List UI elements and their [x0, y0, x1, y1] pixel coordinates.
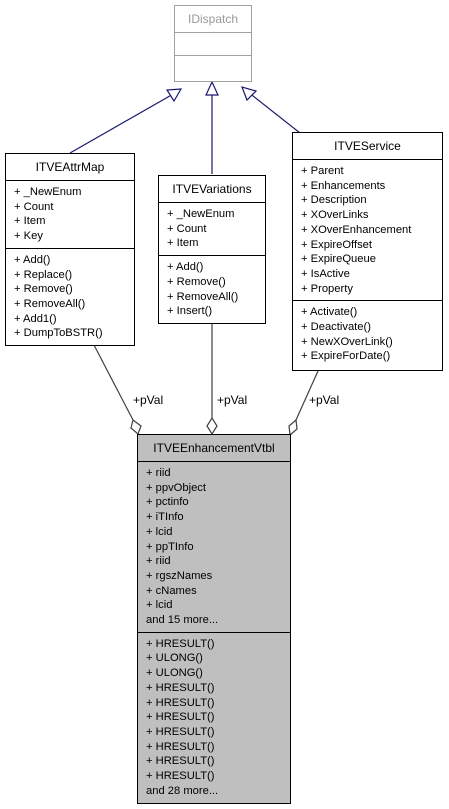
class-member: + Activate(): [301, 306, 358, 319]
class-member: + cNames: [146, 584, 197, 597]
class-member: + ExpireOffset: [301, 238, 372, 251]
class-member: + HRESULT(): [146, 637, 215, 650]
class-member: + Item: [14, 215, 46, 228]
class-attributes-attrmap: + _NewEnum + Count + Item + Key: [6, 180, 134, 248]
class-member: and 28 more...: [146, 784, 219, 797]
class-title-vtbl: ITVEEnhancementVtbl: [153, 441, 275, 455]
class-member: + Remove(): [167, 275, 226, 288]
class-attributes-vtbl: + riid+ ppvObject+ pctinfo+ iTInfo+ lcid…: [138, 461, 290, 632]
class-attributes-service: + Parent + Enhancements + Description + XOv…: [293, 159, 442, 300]
class-member: + HRESULT(): [146, 740, 215, 753]
class-member: + Property: [301, 282, 353, 295]
class-attributes-idispatch: [175, 32, 251, 55]
class-member: + Deactivate(): [301, 321, 371, 334]
inheritance-edge-service: [241, 86, 301, 134]
class-member: + ExpireForDate(): [301, 350, 391, 363]
class-box-idispatch: IDispatch: [174, 5, 252, 82]
inheritance-edge-attrmap: [69, 88, 183, 154]
class-member: + pctinfo: [146, 496, 189, 509]
edge-label-service: +pVal: [309, 393, 340, 407]
class-member: + Remove(): [14, 283, 73, 296]
class-member: + ExpireQueue: [301, 253, 376, 266]
class-member: + RemoveAll(): [14, 297, 86, 310]
class-title-idispatch: IDispatch: [187, 12, 239, 26]
class-box-attrmap: ITVEAttrMap + _NewEnum + Count + Item + Key…: [5, 153, 135, 346]
class-member: + Add(): [14, 253, 51, 266]
class-member: + Key: [14, 230, 43, 243]
class-member: + Insert(): [167, 305, 213, 318]
edge-label-variations: +pVal: [217, 393, 248, 407]
class-attributes-variations: + _NewEnum + Count + Item: [159, 202, 265, 255]
class-methods-vtbl: + HRESULT()+ ULONG()+ ULONG()+ HRESULT()…: [138, 631, 290, 803]
class-member: + ppTInfo: [146, 540, 194, 553]
class-member: + Add1(): [14, 312, 57, 325]
class-member: + Add(): [167, 261, 204, 274]
class-title-attrmap: ITVEAttrMap: [35, 160, 105, 174]
class-methods-idispatch: [175, 55, 251, 78]
class-methods-attrmap: + Add() + Replace() + Remove()+ RemoveAll(…: [6, 247, 134, 345]
class-member: + _NewEnum: [167, 208, 235, 220]
class-member: + HRESULT(): [146, 755, 215, 768]
class-member: + HRESULT(): [146, 725, 215, 738]
class-member: + HRESULT(): [146, 770, 215, 783]
class-member: + Replace(): [14, 268, 73, 281]
class-box-vtbl: ITVEEnhancementVtbl + riid + ppvObject + p…: [137, 434, 291, 804]
association-edge-attrmap: [93, 344, 142, 436]
class-member: + rgszNames: [146, 569, 213, 582]
class-member: + DumpToBSTR(): [14, 327, 103, 340]
class-member: + ULONG(): [146, 667, 203, 680]
class-member: + NewXOverLink(): [301, 335, 393, 348]
class-member: + ppvObject: [146, 481, 207, 494]
class-member: + HRESULT(): [146, 711, 215, 724]
class-member: + iTInfo: [146, 511, 184, 524]
class-member: + Count: [167, 222, 207, 235]
class-member: + HRESULT(): [146, 696, 215, 709]
class-member: + HRESULT(): [146, 681, 215, 694]
inheritance-edge-variations: [205, 80, 219, 174]
class-member: + XOverEnhancement: [301, 223, 412, 236]
class-member: + ULONG(): [146, 652, 203, 665]
edge-label-attrmap: +pVal: [133, 393, 164, 407]
class-member: + lcid: [146, 599, 173, 612]
class-member: + IsActive: [301, 267, 350, 280]
class-box-variations: ITVEVariations + _NewEnum + Count + Item +…: [158, 175, 266, 324]
class-member: + Enhancements: [301, 179, 386, 192]
class-member: + Parent: [301, 165, 344, 177]
class-box-service: ITVEService + Parent + Enhancements + Desc…: [292, 132, 443, 371]
class-member: + lcid: [146, 525, 173, 538]
class-member: + RemoveAll(): [167, 290, 239, 303]
class-member: + Description: [301, 194, 367, 207]
class-member: + XOverLinks: [301, 209, 369, 222]
class-methods-variations: + Add()+ Remove() + RemoveAll() + Insert(): [159, 255, 265, 323]
class-title-variations: ITVEVariations: [172, 182, 252, 196]
class-member: + riid: [146, 467, 171, 479]
class-member: + Item: [167, 237, 199, 250]
class-member: + Count: [14, 200, 54, 213]
class-title-service: ITVEService: [334, 139, 401, 153]
class-member: + riid: [146, 555, 171, 568]
association-edge-variations: [206, 324, 218, 436]
class-methods-service: + Activate() + Deactivate()+ NewXOverLink…: [293, 300, 442, 368]
class-member: and 15 more...: [146, 614, 219, 627]
class-member: + _NewEnum: [14, 186, 82, 198]
